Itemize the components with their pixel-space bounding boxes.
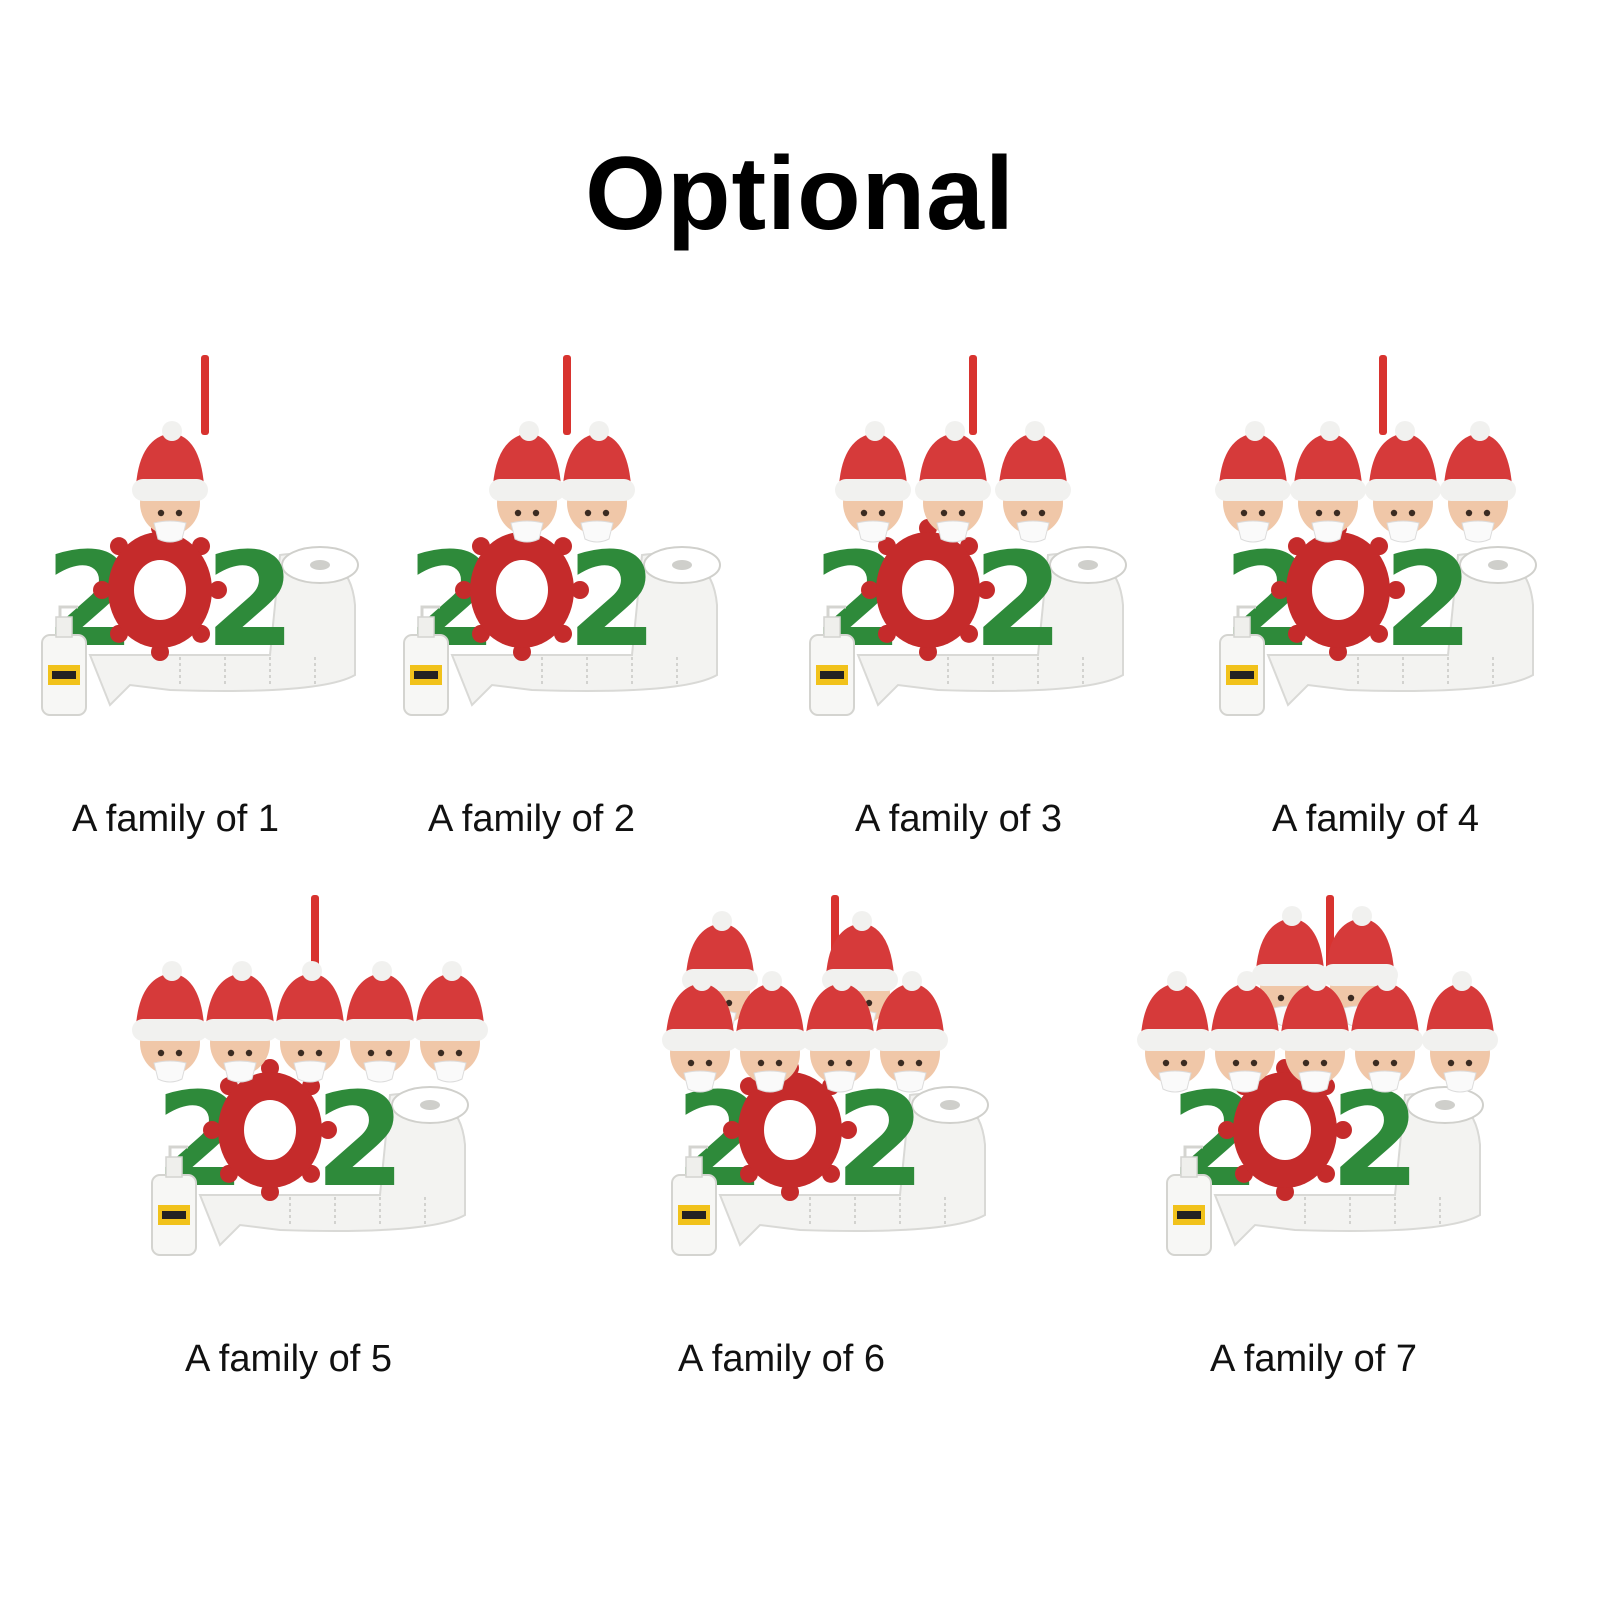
zero-ring [1271, 519, 1405, 661]
digit-two: 2 [567, 524, 657, 676]
santa-head-icon [872, 971, 948, 1093]
sanitizer-bottle [1219, 605, 1265, 716]
santa-head-icon [272, 961, 348, 1083]
santa-head-icon [559, 421, 635, 543]
ribbon [969, 355, 977, 435]
ribbon [563, 355, 571, 435]
family-option-label: A family of 6 [678, 1338, 885, 1380]
santa-heads [1215, 421, 1516, 543]
page-title: Optional [585, 136, 1015, 252]
family-option-label: A family of 2 [428, 798, 635, 840]
family-option-label: A family of 7 [1210, 1338, 1417, 1380]
santa-head-icon [1277, 971, 1353, 1093]
santa-heads [489, 421, 635, 543]
santa-head-icon [732, 971, 808, 1093]
family-option-label: A family of 1 [72, 798, 279, 840]
santa-head-icon [132, 961, 208, 1083]
santa-head-icon [835, 421, 911, 543]
santa-head-icon [802, 971, 878, 1093]
santa-head-icon [412, 961, 488, 1083]
ribbon [311, 895, 319, 975]
digit-two: 2 [315, 1064, 405, 1216]
santa-heads [1137, 906, 1498, 1093]
santa-head-icon [1422, 971, 1498, 1093]
family-option-label: A family of 3 [855, 798, 1062, 840]
santa-head-icon [662, 971, 738, 1093]
santa-head-icon [1365, 421, 1441, 543]
santa-head-icon [1207, 971, 1283, 1093]
sanitizer-bottle [151, 1145, 197, 1256]
santa-head-icon [915, 421, 991, 543]
sanitizer-bottle [671, 1145, 717, 1256]
santa-head-icon [1440, 421, 1516, 543]
ribbon [1379, 355, 1387, 435]
santa-head-icon [995, 421, 1071, 543]
santa-heads [132, 421, 208, 543]
zero-ring [861, 519, 995, 661]
santa-head-icon [202, 961, 278, 1083]
digit-two: 2 [205, 524, 295, 676]
santa-heads [132, 961, 488, 1083]
ribbon [201, 355, 209, 435]
santa-heads [662, 911, 948, 1093]
santa-head-icon [1137, 971, 1213, 1093]
santa-heads [835, 421, 1071, 543]
santa-head-icon [489, 421, 565, 543]
zero-ring [1218, 1059, 1352, 1201]
digit-two: 2 [973, 524, 1063, 676]
santa-head-icon [1347, 971, 1423, 1093]
digit-two: 2 [1383, 524, 1473, 676]
family-option-label: A family of 5 [185, 1338, 392, 1380]
santa-head-icon [1215, 421, 1291, 543]
sanitizer-bottle [403, 605, 449, 716]
santa-head-icon [342, 961, 418, 1083]
sanitizer-bottle [1166, 1145, 1212, 1256]
santa-head-icon [1290, 421, 1366, 543]
sanitizer-bottle [41, 605, 87, 716]
sanitizer-bottle [809, 605, 855, 716]
family-option-label: A family of 4 [1272, 798, 1479, 840]
santa-head-icon [132, 421, 208, 543]
